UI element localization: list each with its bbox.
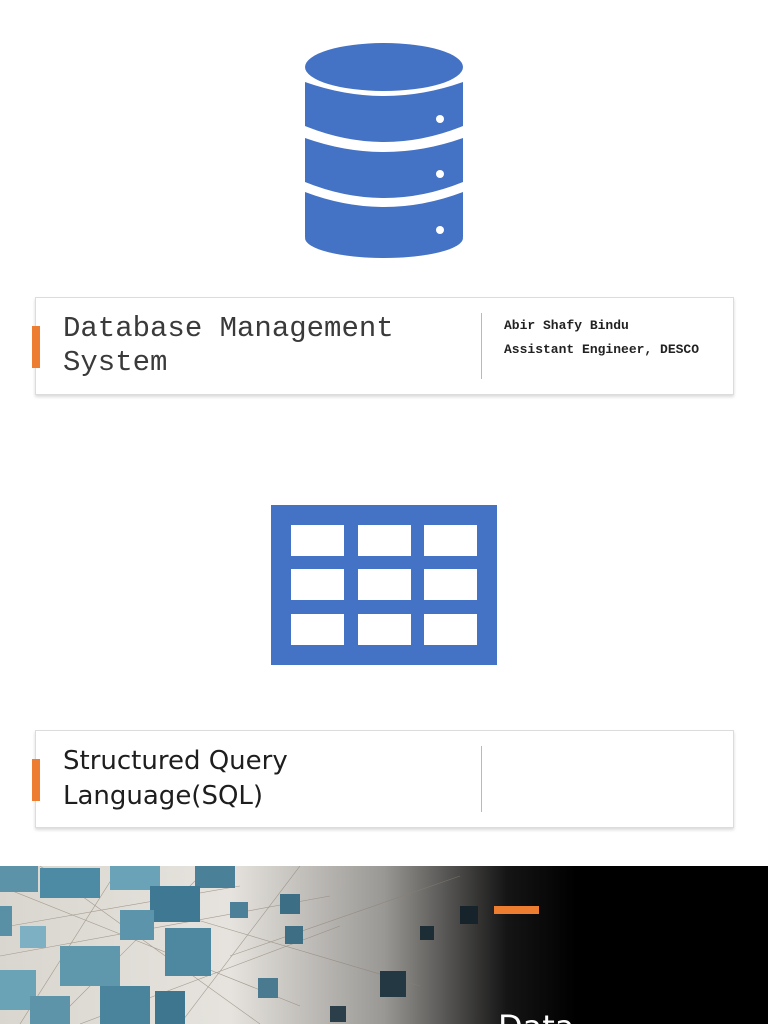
- divider: [481, 746, 482, 812]
- accent-bar: [32, 326, 40, 368]
- title-card-sql: Structured Query Language(SQL): [32, 730, 734, 828]
- author-block: Abir Shafy Bindu Assistant Engineer, DES…: [504, 319, 724, 357]
- table-grid-icon: [271, 505, 497, 665]
- card-title: Database Management System: [63, 312, 394, 379]
- database-icon: [305, 43, 463, 258]
- banner-accent-bar: [494, 906, 539, 914]
- banner-title: Data: [498, 1008, 574, 1024]
- card-title: Structured Query Language(SQL): [63, 746, 288, 811]
- author-name: Abir Shafy Bindu: [504, 318, 629, 333]
- cover-banner: Data: [0, 866, 768, 1024]
- divider: [481, 313, 482, 379]
- accent-bar: [32, 759, 40, 801]
- title-card-dbms: Database Management System Abir Shafy Bi…: [32, 297, 734, 395]
- network-cubes-image: [0, 866, 478, 1024]
- author-role: Assistant Engineer, DESCO: [504, 342, 700, 357]
